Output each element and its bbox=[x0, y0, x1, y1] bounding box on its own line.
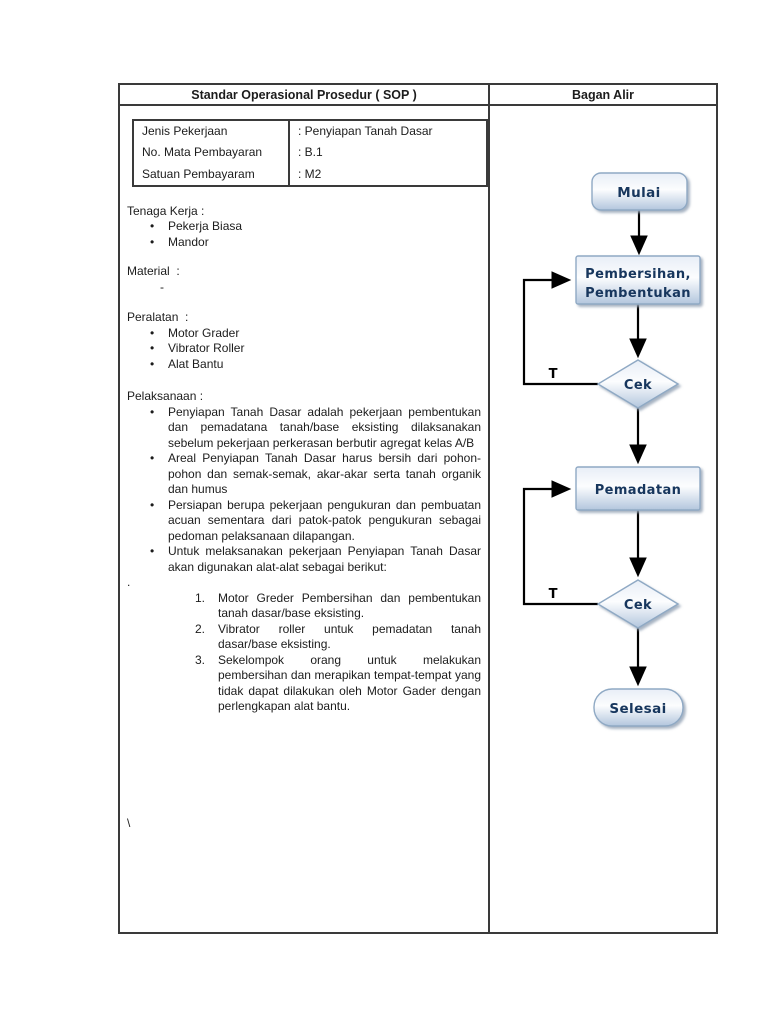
flowchart-diagram: Mulai Pembersihan, Pembentukan Cek T Pem… bbox=[522, 172, 701, 727]
list-item: 1. Motor Greder Pembersihan dan pembentuk… bbox=[127, 591, 481, 622]
cek1-branch-label-t: T bbox=[549, 367, 558, 382]
loop-cek1-to-pembersihan bbox=[522, 271, 598, 386]
payment-unit-value: : M2 bbox=[298, 166, 322, 181]
list-item: • Areal Penyiapan Tanah Dasar harus bersi… bbox=[127, 451, 481, 498]
bullet-icon: • bbox=[150, 404, 155, 419]
list-number: 3. bbox=[195, 652, 206, 667]
table-header-row: Standar Operasional Prosedur ( SOP ) Bag… bbox=[120, 85, 716, 106]
table-row: Satuan Pembayaram : M2 bbox=[134, 163, 486, 185]
start-label: Mulai bbox=[617, 185, 660, 201]
cek1-decision-shape bbox=[596, 359, 680, 409]
pelaksanaan-paragraph: Persiapan berupa pekerjaan pengukuran da… bbox=[168, 497, 481, 543]
numbered-item-text: Motor Greder Pembersihan dan pembentukan… bbox=[218, 590, 481, 621]
pelaksanaan-list: • Penyiapan Tanah Dasar adalah pekerjaan … bbox=[127, 405, 481, 576]
tenaga-item-label: Mandor bbox=[168, 234, 209, 249]
pelaksanaan-title: Pelaksanaan : bbox=[127, 389, 204, 404]
job-type-value: : Penyiapan Tanah Dasar bbox=[298, 124, 433, 138]
bullet-icon: • bbox=[150, 234, 155, 249]
job-type-label: Jenis Pekerjaan bbox=[134, 121, 290, 143]
sop-header-title: Standar Operasional Prosedur ( SOP ) bbox=[120, 85, 490, 104]
material-dash: - bbox=[160, 279, 164, 294]
bullet-icon: • bbox=[150, 356, 155, 371]
peralatan-item-label: Vibrator Roller bbox=[168, 341, 245, 356]
table-body-row: Jenis Pekerjaan : Penyiapan Tanah Dasar … bbox=[120, 106, 716, 932]
list-item: • Vibrator Roller bbox=[127, 341, 481, 357]
numbered-item-text: Vibrator roller untuk pemadatan tanah da… bbox=[218, 621, 481, 652]
material-title: Material : bbox=[127, 264, 180, 279]
payment-item-label: No. Mata Pembayaran bbox=[134, 142, 290, 164]
stray-backslash: \ bbox=[127, 816, 131, 830]
sop-table: Standar Operasional Prosedur ( SOP ) Bag… bbox=[118, 83, 718, 934]
list-number: 2. bbox=[195, 621, 206, 636]
bullet-icon: • bbox=[150, 451, 155, 466]
cek2-label: Cek bbox=[624, 598, 652, 613]
cek2-decision-shape bbox=[596, 579, 680, 629]
pembersihan-label-line1: Pembersihan, bbox=[585, 267, 691, 282]
job-info-table: Jenis Pekerjaan : Penyiapan Tanah Dasar … bbox=[132, 119, 488, 187]
tenaga-item-label: Pekerja Biasa bbox=[168, 219, 243, 234]
list-item: • Penyiapan Tanah Dasar adalah pekerjaan … bbox=[127, 405, 481, 452]
list-number: 1. bbox=[195, 590, 206, 605]
start-terminator-shape bbox=[591, 172, 688, 211]
list-item: • Mandor bbox=[127, 235, 481, 251]
table-row: No. Mata Pembayaran : B.1 bbox=[134, 142, 486, 164]
list-item: 3. Sekelompok orang untuk melakukan pembe… bbox=[127, 653, 481, 715]
pelaksanaan-paragraph: Untuk melaksanakan pekerjaan Penyiapan T… bbox=[168, 544, 481, 574]
bullet-icon: • bbox=[150, 341, 155, 356]
bullet-icon: • bbox=[150, 544, 155, 559]
tenaga-kerja-list: • Pekerja Biasa • Mandor bbox=[127, 219, 481, 250]
payment-item-value: : B.1 bbox=[298, 145, 323, 160]
peralatan-item-label: Motor Grader bbox=[168, 325, 240, 340]
peralatan-title: Peralatan : bbox=[127, 310, 189, 325]
payment-unit-label: Satuan Pembayaram bbox=[134, 163, 290, 185]
bullet-icon: • bbox=[150, 325, 155, 340]
bullet-icon: • bbox=[150, 497, 155, 512]
list-item: • Pekerja Biasa bbox=[127, 219, 481, 235]
bullet-icon: • bbox=[150, 219, 155, 234]
list-item: 2. Vibrator roller untuk pemadatan tanah … bbox=[127, 622, 481, 653]
flowchart-header-title: Bagan Alir bbox=[571, 87, 635, 102]
tenaga-kerja-title: Tenaga Kerja : bbox=[127, 203, 205, 218]
table-row: Jenis Pekerjaan : Penyiapan Tanah Dasar bbox=[134, 121, 486, 143]
cek1-label: Cek bbox=[624, 378, 652, 393]
list-item: • Motor Grader bbox=[127, 326, 481, 342]
pelaksanaan-paragraph: Penyiapan Tanah Dasar adalah pekerjaan p… bbox=[168, 404, 481, 450]
list-item: • Alat Bantu bbox=[127, 357, 481, 373]
peralatan-item-label: Alat Bantu bbox=[168, 356, 224, 371]
end-terminator-shape bbox=[593, 688, 684, 727]
flowchart-cell: Mulai Pembersihan, Pembentukan Cek T Pem… bbox=[490, 106, 716, 932]
pembersihan-process-shape bbox=[575, 255, 701, 305]
pemadatan-label: Pemadatan bbox=[595, 483, 682, 498]
pembersihan-label-line2: Pembentukan bbox=[585, 286, 691, 301]
list-item: • Persiapan berupa pekerjaan pengukuran d… bbox=[127, 498, 481, 545]
equipment-numbered-list: 1. Motor Greder Pembersihan dan pembentuk… bbox=[127, 591, 481, 715]
list-item: • Untuk melaksanakan pekerjaan Penyiapan … bbox=[127, 544, 481, 575]
pemadatan-process-shape bbox=[575, 466, 701, 511]
peralatan-list: • Motor Grader • Vibrator Roller • Alat Ban… bbox=[127, 326, 481, 373]
sop-detail-cell: Jenis Pekerjaan : Penyiapan Tanah Dasar … bbox=[120, 106, 490, 932]
loop-cek2-to-pemadatan bbox=[522, 480, 598, 606]
end-label: Selesai bbox=[609, 701, 666, 717]
stray-period: . bbox=[127, 575, 131, 590]
numbered-item-text: Sekelompok orang untuk melakukan pembers… bbox=[218, 652, 481, 714]
pelaksanaan-paragraph: Areal Penyiapan Tanah Dasar harus bersih… bbox=[168, 451, 481, 497]
cek2-branch-label-t: T bbox=[549, 587, 558, 602]
